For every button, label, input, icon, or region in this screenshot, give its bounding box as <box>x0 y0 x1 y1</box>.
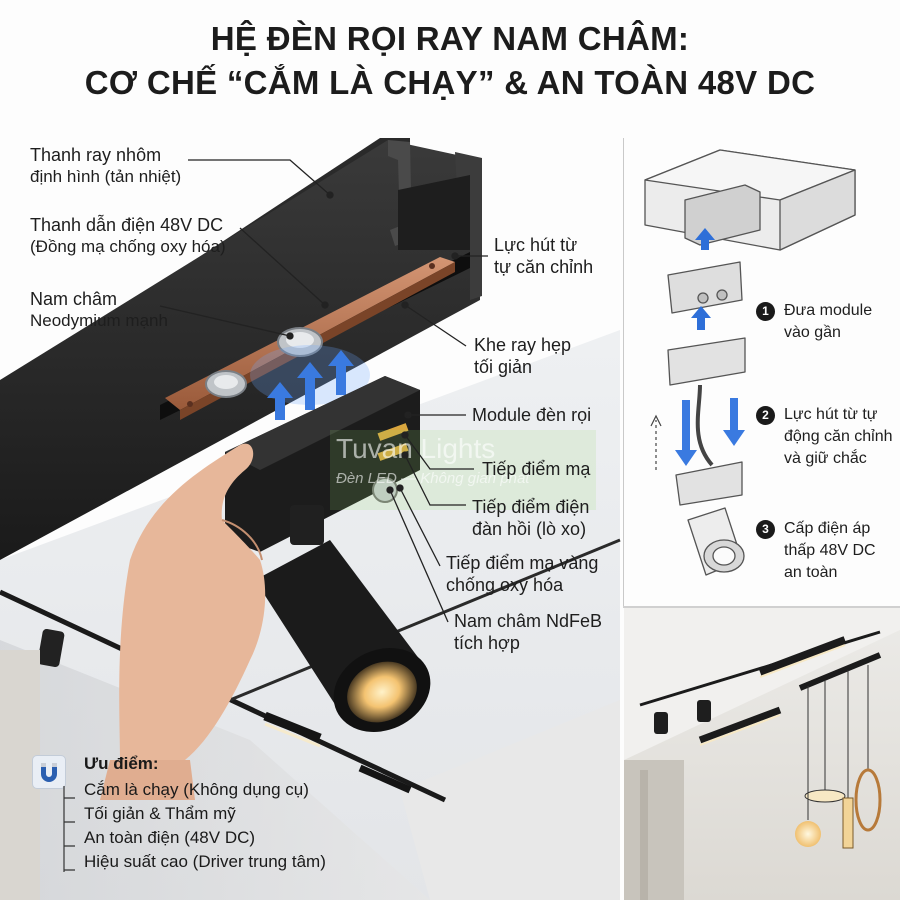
label-rail: Thanh ray nhôm định hình (tản nhiệt) <box>30 145 182 186</box>
label-module: Module đèn rọi <box>472 405 592 425</box>
step-number-badge: 2 <box>756 406 775 425</box>
step-1: 1 Đưa module vào gần <box>756 300 872 344</box>
label-ndfeb-magnet: Nam châm NdFeB tích hợp <box>454 611 603 653</box>
advantage-item: Tối giản & Thẩm mỹ <box>84 804 236 823</box>
arrow-down-icon <box>723 398 745 446</box>
arrow-up-icon <box>297 362 323 410</box>
advantage-item: Cắm là chạy (Không dụng cụ) <box>84 780 309 799</box>
advantages-heading: Ưu điểm: <box>84 754 159 773</box>
step-2: 2 Lực hút từ tự động căn chỉnh và giữ ch… <box>756 404 893 470</box>
label-plated-contact: Tiếp điểm mạ <box>482 459 591 479</box>
magnet-icon <box>32 755 66 789</box>
label-magnet: Nam châm Neodymium mạnh <box>30 289 168 330</box>
arrow-up-icon <box>267 382 293 420</box>
panel-divider-vertical <box>623 138 624 608</box>
step-3: 3 Cấp điện áp thấp 48V DC an toàn <box>756 518 876 584</box>
step-number-badge: 1 <box>756 302 775 321</box>
label-spring-contact: Tiếp điểm điện đàn hồi (lò xo) <box>472 497 590 539</box>
label-gold-contact: Tiếp điểm mạ vàng chống oxy hóa <box>446 553 599 595</box>
spotlight-lens <box>347 661 417 723</box>
advantages-box: Ưu điểm: Cắm là chạy (Không dụng cụ) Tối… <box>30 752 370 887</box>
watermark: Tuvan Lights Đèn LED — Không gian phát <box>330 430 596 510</box>
step-number-badge: 3 <box>756 520 775 539</box>
advantage-item: An toàn điện (48V DC) <box>84 828 256 847</box>
arrow-down-icon <box>675 400 697 466</box>
arrow-up-icon <box>695 228 715 250</box>
label-conductor: Thanh dẫn điện 48V DC (Đồng mạ chống oxy… <box>30 215 226 256</box>
label-slot: Khe ray hẹp tối giản <box>474 335 572 377</box>
advantage-item: Hiệu suất cao (Driver trung tâm) <box>84 852 326 871</box>
panel-divider-horizontal <box>623 606 900 608</box>
label-attraction: Lực hút từ tự căn chỉnh <box>494 235 594 277</box>
list-connector <box>63 786 75 872</box>
hand-illustration <box>119 443 266 760</box>
page-title-line-1: HỆ ĐÈN RỌI RAY NAM CHÂM: <box>210 20 690 57</box>
page-title-line-2: CƠ CHẾ “CẮM LÀ CHẠY” & AN TOÀN 48V DC <box>84 64 816 101</box>
arrow-up-icon <box>691 306 711 330</box>
arrow-up-icon <box>328 350 354 395</box>
